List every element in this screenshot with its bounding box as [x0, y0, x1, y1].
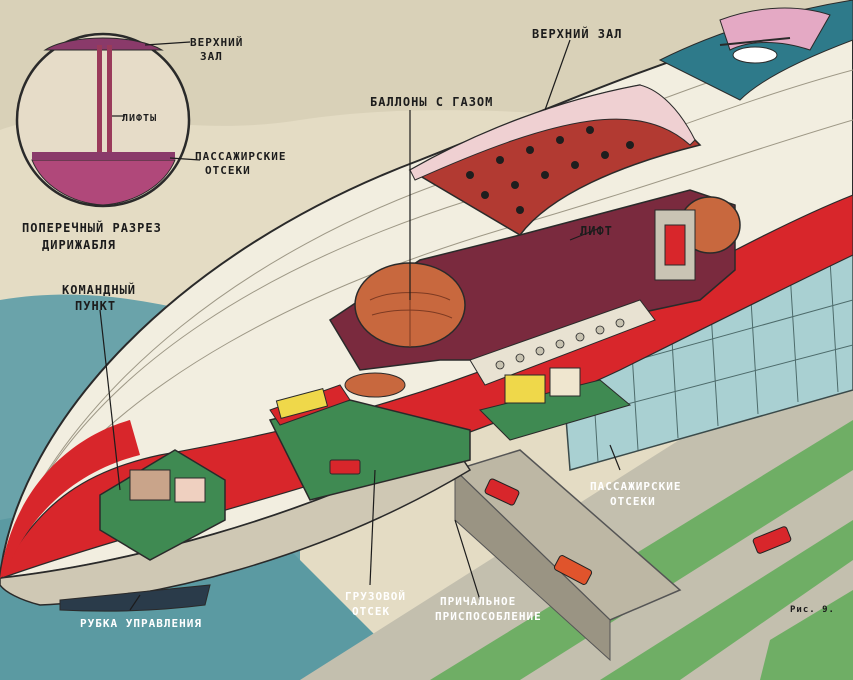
label-mooring-1: ПРИЧАЛЬНОЕ: [440, 595, 516, 608]
cabin-block: [549, 367, 581, 397]
car: [752, 526, 792, 554]
cargo-truck: [329, 459, 361, 475]
lift-car: [664, 224, 686, 266]
command-block: [129, 469, 171, 501]
roof-dome: [719, 7, 831, 51]
label-section-upper-hall-2: ЗАЛ: [200, 50, 223, 63]
label-upper-hall: ВЕРХНИЙ ЗАЛ: [532, 26, 622, 41]
label-section-title-2: ДИРИЖАБЛЯ: [42, 238, 116, 252]
nose-red: [0, 420, 140, 578]
cargo-sign: [275, 387, 329, 419]
label-passenger-2: ОТСЕКИ: [610, 495, 656, 508]
grass-strip-1: [430, 420, 853, 680]
control-gondola: [59, 584, 211, 612]
label-passenger-1: ПАССАЖИРСКИЕ: [590, 480, 681, 493]
helicopter: [732, 46, 778, 64]
label-lift: ЛИФТ: [580, 224, 613, 238]
cargo-balloon: [344, 372, 406, 398]
section-lift: [97, 45, 102, 155]
label-cargo-1: ГРУЗОВОЙ: [345, 590, 406, 603]
cross-section-inset: [15, 32, 191, 208]
truck: [553, 555, 593, 585]
label-section-lifts: ЛИФТЫ: [122, 113, 157, 124]
label-control-cabin: РУБКА УПРАВЛЕНИЯ: [80, 617, 202, 630]
leader-lines: [99, 39, 621, 611]
section-deck: [32, 152, 175, 160]
label-command-2: ПУНКТ: [75, 299, 116, 313]
section-upper-hall: [43, 37, 164, 51]
command-block: [174, 477, 206, 503]
label-section-passenger-1: ПАССАЖИРСКИЕ: [195, 150, 286, 163]
grass-strip-2: [600, 520, 853, 680]
car: [484, 478, 520, 506]
label-section-title-1: ПОПЕРЕЧНЫЙ РАЗРЕЗ: [22, 220, 162, 235]
label-gas-balloons: БАЛЛОНЫ С ГАЗОМ: [370, 95, 493, 109]
figure-number: Рис. 9.: [790, 605, 835, 615]
label-section-upper-hall: ВЕРХНИЙ: [190, 36, 243, 49]
upper-hall-dome: [409, 84, 696, 181]
label-cargo-2: ОТСЕК: [352, 605, 390, 618]
section-passenger: [31, 159, 176, 206]
cabin-block: [504, 374, 546, 404]
helicopter-rotor: [719, 37, 791, 46]
section-lift: [107, 45, 112, 155]
label-mooring-2: ПРИСПОСОБЛЕНИЕ: [435, 610, 542, 623]
label-section-passenger-2: ОТСЕКИ: [205, 164, 251, 177]
grass-strip-3: [760, 590, 853, 680]
label-command-1: КОМАНДНЫЙ: [62, 282, 136, 297]
